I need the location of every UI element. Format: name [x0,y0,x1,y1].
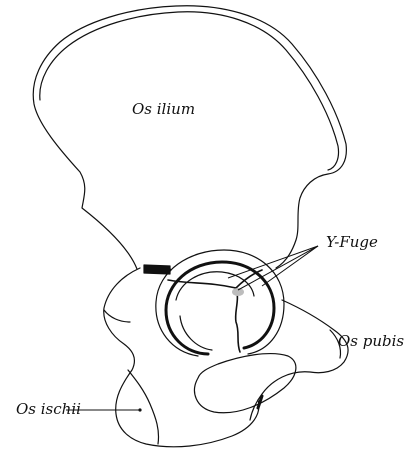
y-fuge-suture [168,270,262,352]
pubis-outline [195,300,349,420]
acetabulum [156,250,284,356]
growth-plate-left-fill [144,265,170,274]
label-y-fuge: Y-Fuge [326,233,378,251]
cartilage-glint [232,288,244,296]
os-ischii-leader-dot [138,408,141,411]
label-os-ischii: Os ischii [16,400,81,418]
label-os-ilium: Os ilium [132,100,195,118]
ilium-outline [33,6,346,269]
label-os-pubis: Os pubis [338,332,404,350]
